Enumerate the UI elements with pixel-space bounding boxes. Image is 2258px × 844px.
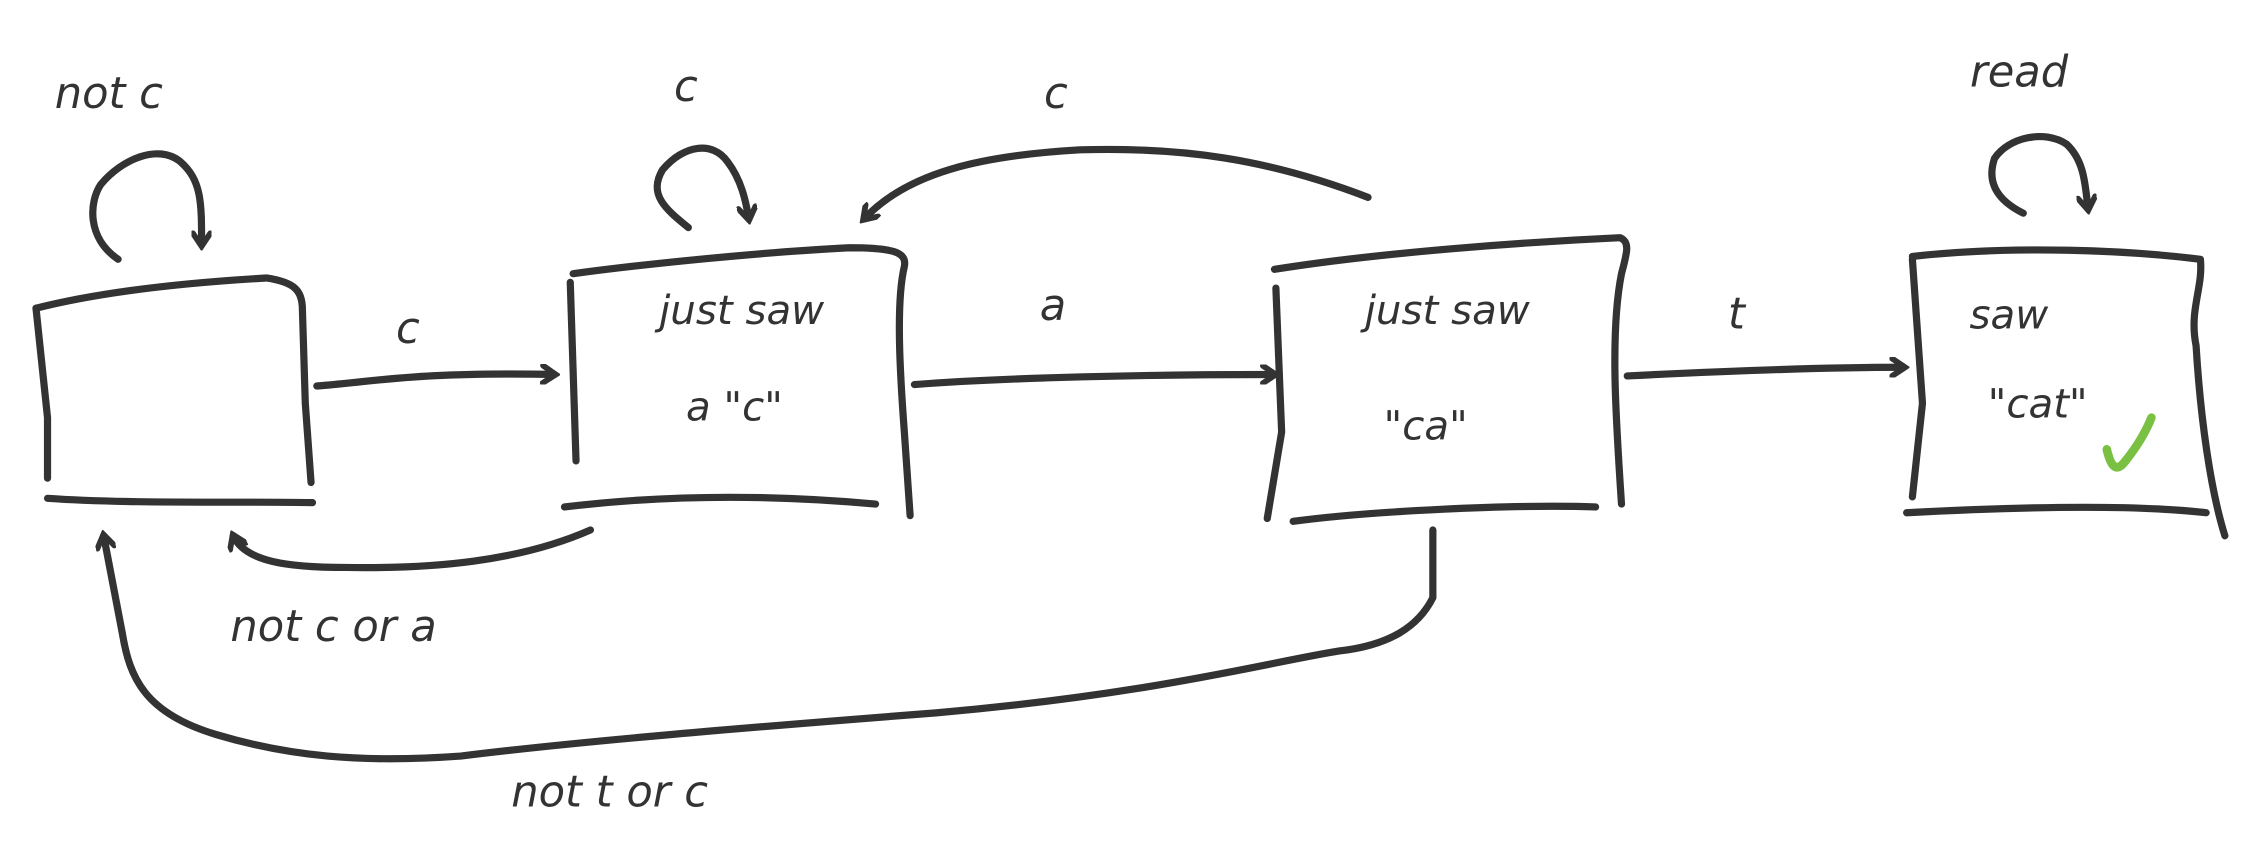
transition-label: t bbox=[1728, 289, 1747, 339]
transition-label: a bbox=[1040, 281, 1066, 331]
state-label-line: just saw bbox=[1360, 287, 1531, 334]
transition-label: read bbox=[1970, 47, 2069, 97]
transition-label: not t or c bbox=[511, 767, 708, 817]
transition-label: c bbox=[674, 62, 698, 112]
transition-cat-self: read bbox=[1970, 47, 2088, 217]
transition-label: c bbox=[396, 304, 420, 354]
state-label-line: "ca" bbox=[1384, 402, 1468, 449]
checkmark-icon bbox=[2102, 413, 2156, 472]
state-start bbox=[32, 274, 317, 507]
state-saw-cat: saw "cat" bbox=[1903, 246, 2229, 540]
state-just-saw-ca: just saw "ca" bbox=[1263, 234, 1631, 525]
transition-c-to-start: not c or a bbox=[230, 526, 595, 652]
state-label-line: saw bbox=[1970, 291, 2050, 338]
transition-c-self: c bbox=[653, 62, 749, 232]
state-label-line: a "c" bbox=[686, 384, 783, 431]
transition-ca-to-c: c bbox=[864, 69, 1372, 219]
state-label-line: "cat" bbox=[1988, 381, 2088, 428]
transition-start-self: not c bbox=[55, 69, 202, 263]
state-just-saw-c: just saw a "c" bbox=[560, 244, 914, 520]
transition-label: not c or a bbox=[230, 602, 436, 652]
state-label-line: just saw bbox=[654, 287, 825, 334]
transition-label: c bbox=[1044, 69, 1068, 119]
transition-label: not c bbox=[55, 69, 163, 119]
transition-start-to-c: c bbox=[313, 304, 555, 390]
transition-c-to-ca: a bbox=[910, 281, 1274, 389]
transition-ca-to-cat: t bbox=[1623, 289, 1903, 380]
transition-ca-to-start: not t or c bbox=[104, 526, 1437, 817]
